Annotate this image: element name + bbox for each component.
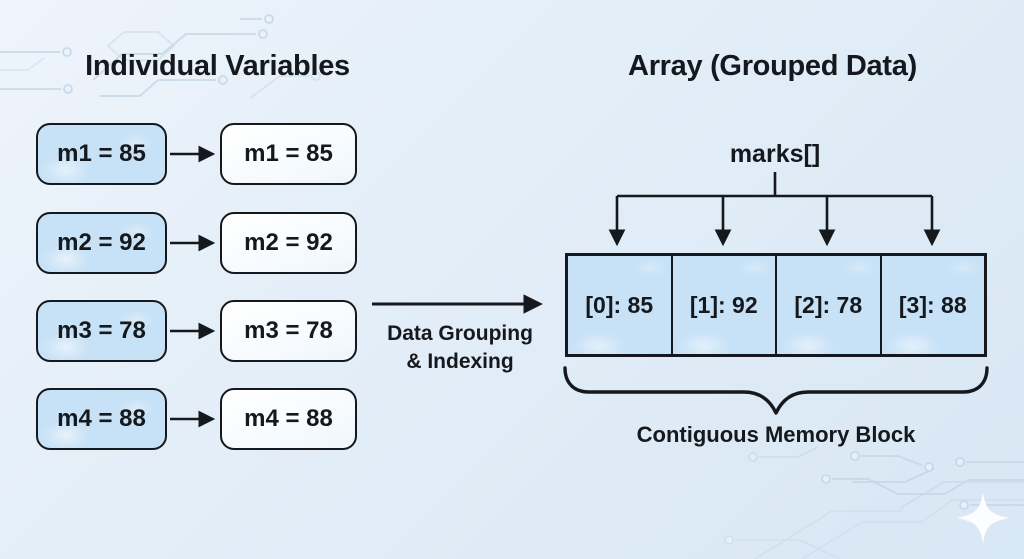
variable-copy-box-m1: m1 = 85 [220,123,357,185]
right-section-title: Array (Grouped Data) [628,50,917,82]
variable-box-m4: m4 = 88 [36,388,167,450]
variable-box-m2-label: m2 = 92 [57,229,146,256]
grouping-arrow-label-line1: Data Grouping [387,322,533,345]
variable-box-m4-label: m4 = 88 [57,405,146,432]
variable-copy-box-m2-label: m2 = 92 [244,229,333,256]
variable-box-m1: m1 = 85 [36,123,167,185]
variable-box-m1-label: m1 = 85 [57,140,146,167]
circuit-traces-bottom-faint [724,499,1024,559]
contiguous-memory-caption: Contiguous Memory Block [636,422,916,447]
variable-copy-box-m2: m2 = 92 [220,212,357,274]
grouping-arrow-label-line2: & Indexing [406,350,514,373]
variable-box-m2: m2 = 92 [36,212,167,274]
contiguous-brace [563,366,989,415]
variable-copy-box-m3: m3 = 78 [220,300,357,362]
array-cell-1: [1]: 92 [672,256,777,354]
variable-copy-box-m3-label: m3 = 78 [244,317,333,344]
variable-copy-box-m4: m4 = 88 [220,388,357,450]
variable-box-m3-label: m3 = 78 [57,317,146,344]
marks-fanout [608,172,941,247]
sparkle-icon [957,492,1009,544]
variable-copy-box-m1-label: m1 = 85 [244,140,333,167]
grouping-arrow-label: Data Grouping & Indexing [360,320,560,376]
left-section-title: Individual Variables [85,50,350,82]
circuit-traces-bottom-right [748,446,1024,510]
array-name-label: marks[] [729,140,821,168]
array-cell-2: [2]: 78 [777,256,882,354]
array-block: [0]: 85 [1]: 92 [2]: 78 [3]: 88 [565,253,987,357]
array-cell-3: [3]: 88 [881,256,984,354]
variable-box-m3: m3 = 78 [36,300,167,362]
array-cell-0: [0]: 85 [568,256,673,354]
variable-copy-box-m4-label: m4 = 88 [244,405,333,432]
